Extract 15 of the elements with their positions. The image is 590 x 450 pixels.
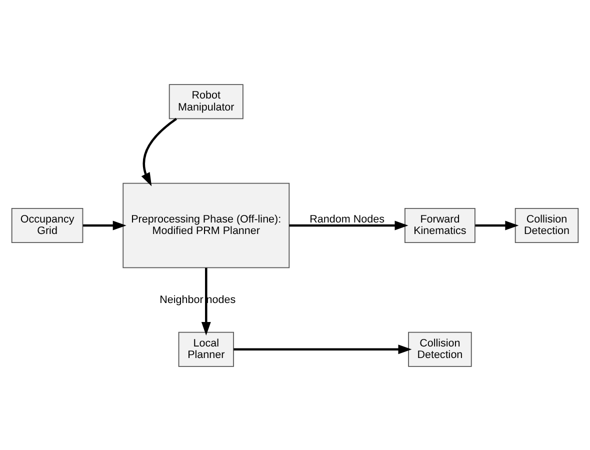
node-box: Preprocessing Phase (Off-line): Modified PRM Planner <box>122 182 290 268</box>
node-box: Collision Detection <box>514 208 579 242</box>
node-box: Robot Manipulator <box>168 84 244 119</box>
arrow <box>475 220 519 230</box>
edge-label: Neighbor nodes <box>160 293 236 306</box>
node-box: Local Planner <box>178 331 234 366</box>
arrow <box>83 220 126 230</box>
arrow <box>289 220 408 230</box>
node-box: Forward Kinematics <box>404 208 476 242</box>
arrow <box>201 267 211 336</box>
edge-label: Random Nodes <box>310 212 384 225</box>
node-box: Collision Detection <box>408 331 472 366</box>
arrow <box>141 117 178 186</box>
node-box: Occupancy Grid <box>11 208 84 242</box>
arrow <box>234 344 412 354</box>
